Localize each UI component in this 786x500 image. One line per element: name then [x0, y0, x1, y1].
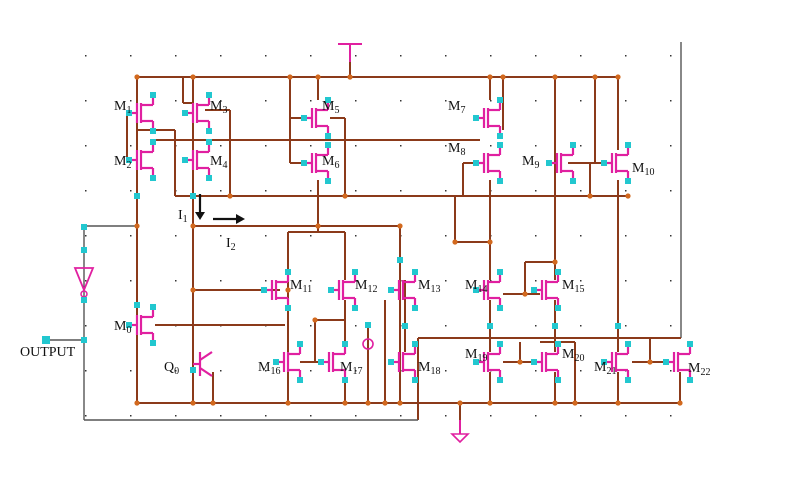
ground-symbol	[450, 420, 470, 444]
label-m19: M19	[465, 347, 487, 364]
transistor-m9	[546, 142, 576, 184]
label-m8: M8	[448, 141, 465, 158]
label-i1: I1	[178, 208, 188, 225]
transistor-m1	[126, 92, 156, 134]
label-m1: M1	[114, 99, 131, 116]
bjt-q0	[193, 351, 213, 377]
wires	[46, 42, 682, 432]
label-m12: M12	[355, 278, 377, 295]
label-m0: M0	[114, 319, 131, 336]
i2-arrow	[213, 214, 245, 224]
transistor-m6	[301, 142, 331, 184]
label-m5: M5	[322, 99, 339, 116]
output-label: OUTPUT	[20, 345, 76, 360]
transistor-m18	[388, 341, 418, 383]
transistor-m4	[182, 139, 212, 181]
transistor-m20	[531, 341, 561, 383]
transistor-m22	[663, 341, 693, 383]
transistor-m7	[473, 97, 503, 139]
transistor-m16	[273, 341, 303, 383]
transistors	[126, 92, 693, 383]
transistor-m17	[318, 341, 348, 383]
label-m7: M7	[448, 99, 465, 116]
transistor-m12	[328, 269, 358, 311]
capacitor-symbol	[362, 338, 374, 350]
transistor-m13	[388, 269, 418, 311]
label-m4: M4	[210, 154, 227, 171]
label-m2: M2	[114, 154, 131, 171]
transistor-m14	[473, 269, 503, 311]
label-m20: M20	[562, 347, 584, 364]
label-m18: M18	[418, 360, 440, 377]
transistor-m15	[531, 269, 561, 311]
label-m13: M13	[418, 278, 440, 295]
vdd-symbol	[338, 43, 362, 62]
label-m17: M17	[340, 360, 362, 377]
transistor-m8	[473, 142, 503, 184]
label-q0: Q0	[164, 360, 179, 377]
transistor-m3	[182, 92, 212, 134]
label-i2: I2	[226, 236, 236, 253]
transistor-m21	[601, 341, 631, 383]
label-m9: M9	[522, 154, 539, 171]
transistor-m0	[126, 304, 156, 346]
label-m11: M11	[290, 278, 312, 295]
label-m6: M6	[322, 154, 339, 171]
label-m3: M3	[210, 99, 227, 116]
label-m10: M10	[632, 161, 654, 178]
transistor-m2	[126, 139, 156, 181]
transistor-m11	[261, 269, 291, 311]
i1-arrow	[195, 194, 205, 220]
label-m22: M22	[688, 361, 710, 378]
transistor-m5	[301, 97, 331, 139]
transistor-m10	[601, 142, 631, 184]
transistor-m19	[473, 341, 503, 383]
junction-dots	[43, 74, 683, 406]
